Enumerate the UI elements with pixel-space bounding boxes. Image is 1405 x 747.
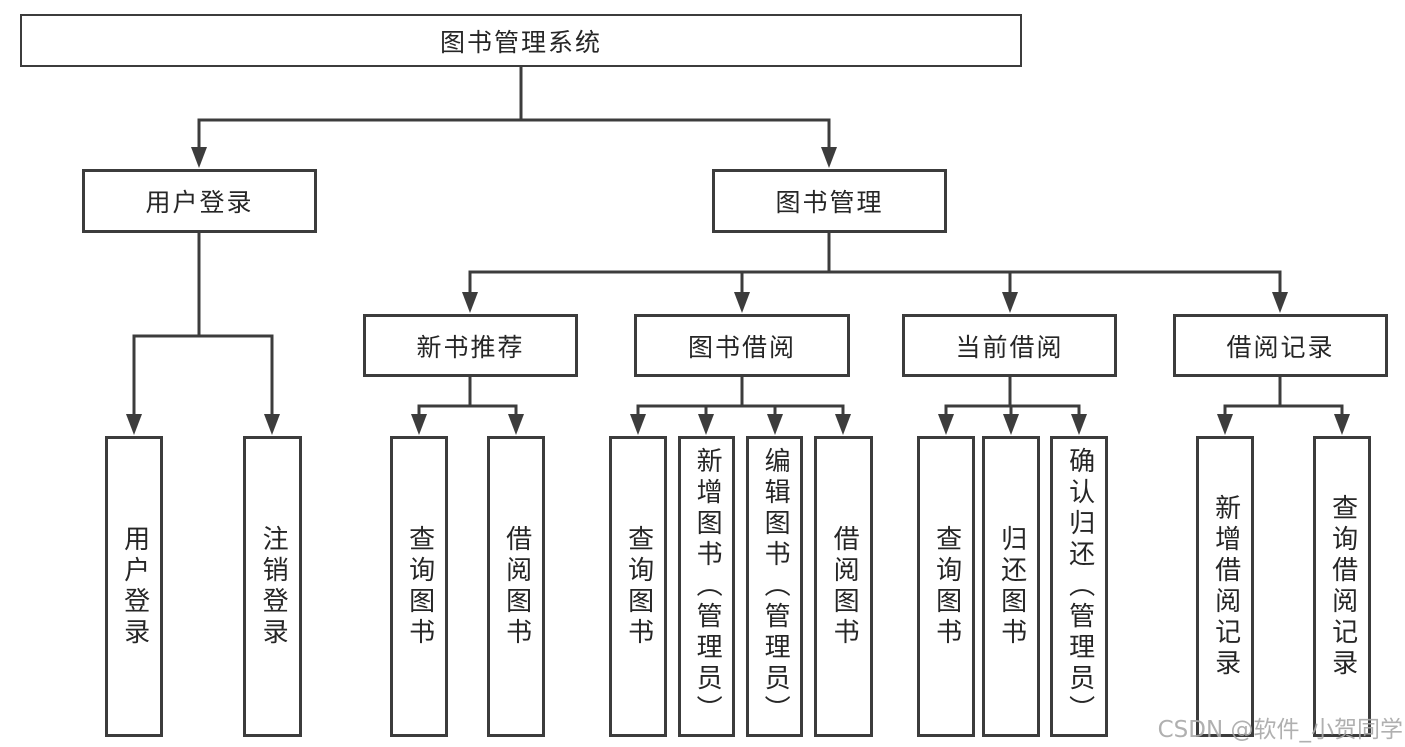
leaf-borrow-books-recommend-label: 借阅图书 bbox=[501, 524, 532, 649]
leaf-query-borrow-record: 查询借阅记录 bbox=[1313, 436, 1371, 737]
watermark: CSDN @软件_小贺同学 bbox=[1157, 717, 1403, 743]
leaf-query-books-borrow: 查询图书 bbox=[609, 436, 667, 737]
leaf-add-book-admin: 新增图书（管理员） bbox=[678, 436, 735, 737]
leaf-add-borrow-record: 新增借阅记录 bbox=[1196, 436, 1254, 737]
leaf-edit-book-admin: 编辑图书（管理员） bbox=[746, 436, 803, 737]
leaf-borrow-books-label: 借阅图书 bbox=[829, 524, 860, 649]
node-library-system: 图书管理系统 bbox=[20, 14, 1022, 67]
leaf-confirm-return-admin: 确认归还（管理员） bbox=[1050, 436, 1108, 737]
leaf-user-login-label: 用户登录 bbox=[119, 524, 150, 649]
leaf-borrow-books: 借阅图书 bbox=[814, 436, 873, 737]
leaf-query-books-current-label: 查询图书 bbox=[931, 524, 962, 649]
node-borrow-records: 借阅记录 bbox=[1173, 314, 1388, 377]
leaf-logout-label: 注销登录 bbox=[258, 524, 289, 649]
node-book-borrowing: 图书借阅 bbox=[634, 314, 850, 377]
leaf-edit-book-admin-label: 编辑图书（管理员） bbox=[760, 447, 791, 726]
leaf-query-books-borrow-label: 查询图书 bbox=[623, 524, 654, 649]
leaf-query-books-recommend: 查询图书 bbox=[390, 436, 448, 737]
leaf-user-login: 用户登录 bbox=[105, 436, 163, 737]
node-new-book-recommend: 新书推荐 bbox=[363, 314, 578, 377]
leaf-query-books-current: 查询图书 bbox=[917, 436, 975, 737]
arrow-down-icons bbox=[126, 147, 1350, 435]
leaf-borrow-books-recommend: 借阅图书 bbox=[487, 436, 545, 737]
node-current-borrowing: 当前借阅 bbox=[902, 314, 1117, 377]
leaf-add-book-admin-label: 新增图书（管理员） bbox=[692, 447, 723, 726]
leaf-query-books-recommend-label: 查询图书 bbox=[404, 524, 435, 649]
leaf-return-books-label: 归还图书 bbox=[996, 524, 1027, 649]
elbow-connectors bbox=[132, 66, 1344, 416]
leaf-logout: 注销登录 bbox=[243, 436, 302, 737]
leaf-return-books: 归还图书 bbox=[982, 436, 1040, 737]
node-user-login: 用户登录 bbox=[82, 169, 317, 233]
leaf-add-borrow-record-label: 新增借阅记录 bbox=[1210, 493, 1241, 680]
leaf-confirm-return-admin-label: 确认归还（管理员） bbox=[1064, 447, 1095, 726]
leaf-query-borrow-record-label: 查询借阅记录 bbox=[1327, 493, 1358, 680]
node-book-management: 图书管理 bbox=[712, 169, 947, 233]
